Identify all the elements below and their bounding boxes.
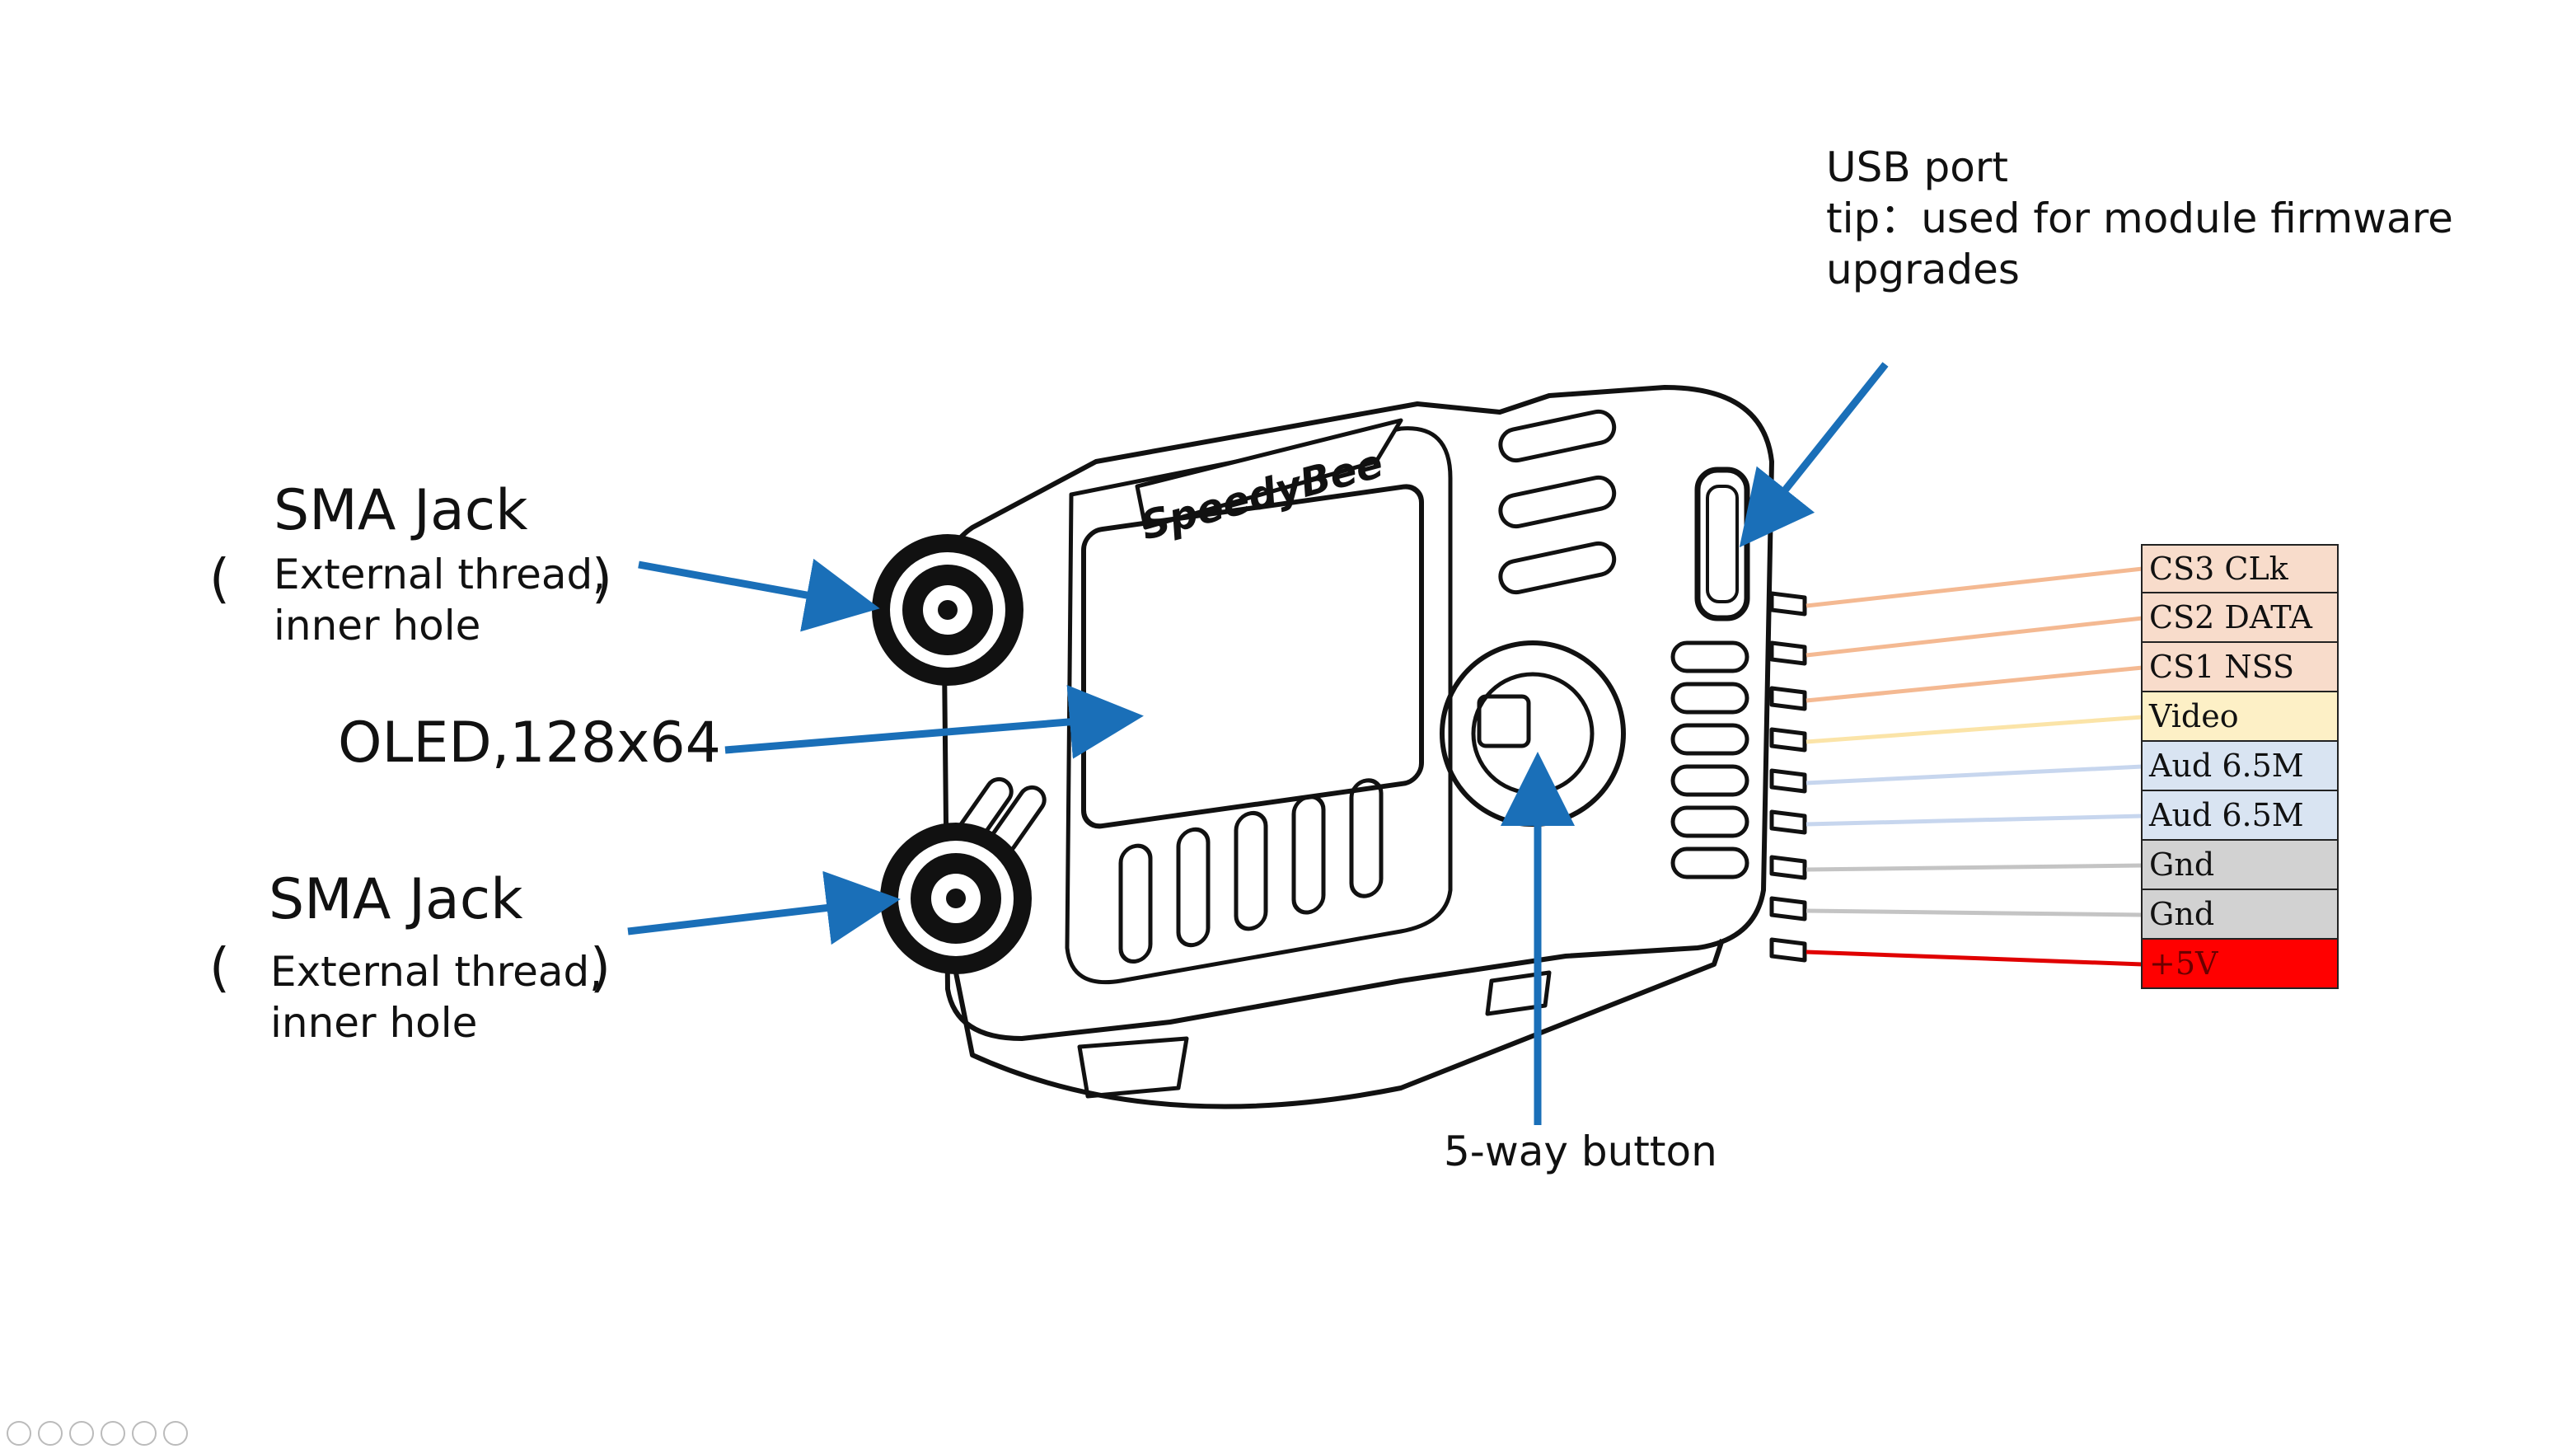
sma-jack-bottom-title: SMA Jack — [269, 867, 523, 932]
sma-top-line-1: External thread, — [274, 551, 607, 598]
pin-row: CS2 DATA — [2141, 593, 2339, 643]
usb-label-line-1: USB port — [1826, 143, 2009, 191]
pin-wires — [1806, 566, 2143, 967]
usb-port-label: USB port tip：used for module firmware up… — [1826, 142, 2453, 295]
pin-row: +5V — [2141, 940, 2339, 989]
mounting-clip — [945, 931, 1725, 1109]
pin-row: Gnd — [2141, 890, 2339, 940]
sma-bottom-line-2: inner hole — [270, 999, 478, 1047]
sma-jack-bottom — [880, 823, 1032, 974]
vtx-module-drawing — [941, 385, 1807, 1109]
sma-jack-top-title: SMA Jack — [274, 478, 528, 543]
side-grill — [1670, 640, 1749, 879]
pin-wire — [1806, 950, 2143, 967]
pin-row: Video — [2141, 692, 2339, 742]
pin-row: CS1 NSS — [2141, 643, 2339, 692]
callout-arrows — [627, 362, 1889, 1125]
pin-wire — [1806, 616, 2143, 658]
pin-header — [1769, 591, 1807, 963]
sma-bottom-line-1: External thread, — [270, 948, 603, 996]
pin-wire — [1806, 715, 2143, 744]
sma-top-open-paren: ( — [209, 549, 230, 610]
five-way-button-outline — [1440, 640, 1626, 827]
slides-grid-icon[interactable] — [101, 1421, 125, 1446]
front-vents — [1118, 778, 1384, 964]
sma-bottom-open-paren: ( — [209, 938, 230, 999]
pin-wire — [1806, 764, 2143, 785]
side-slots — [1498, 409, 1617, 595]
arrow-sma-top — [638, 558, 880, 632]
five-way-button-label: 5-way button — [1444, 1128, 1717, 1175]
presentation-controls — [7, 1421, 188, 1446]
pin-wire — [1806, 814, 2143, 827]
oled-label: OLED,128x64 — [338, 710, 721, 776]
pin-row: Aud 6.5M — [2141, 742, 2339, 791]
oled-screen-outline — [1081, 484, 1424, 829]
sma-jack-top — [872, 534, 1023, 686]
sma-bottom-close-paren: ) — [590, 938, 611, 999]
arrow-usb — [1739, 362, 1889, 548]
usb-port-outline — [1694, 467, 1750, 621]
pin-row: Aud 6.5M — [2141, 791, 2339, 841]
sma-top-line-2: inner hole — [274, 602, 481, 649]
usb-label-line-2: tip：used for module firmware — [1826, 195, 2453, 242]
pin-wire — [1806, 566, 2143, 608]
pin-wire — [1806, 863, 2143, 872]
next-slide-icon[interactable] — [38, 1421, 63, 1446]
more-options-icon[interactable] — [163, 1421, 188, 1446]
pin-wire — [1806, 665, 2143, 703]
pen-icon[interactable] — [69, 1421, 94, 1446]
zoom-icon[interactable] — [132, 1421, 157, 1446]
sma-top-close-paren: ) — [592, 549, 612, 610]
pin-row: Gnd — [2141, 841, 2339, 890]
pin-row: CS3 CLk — [2141, 544, 2339, 593]
prev-slide-icon[interactable] — [7, 1421, 31, 1446]
pin-wire — [1806, 908, 2143, 917]
usb-label-line-3: upgrades — [1826, 246, 2020, 293]
arrow-sma-bottom — [627, 870, 901, 945]
arrow-oled — [724, 685, 1144, 759]
